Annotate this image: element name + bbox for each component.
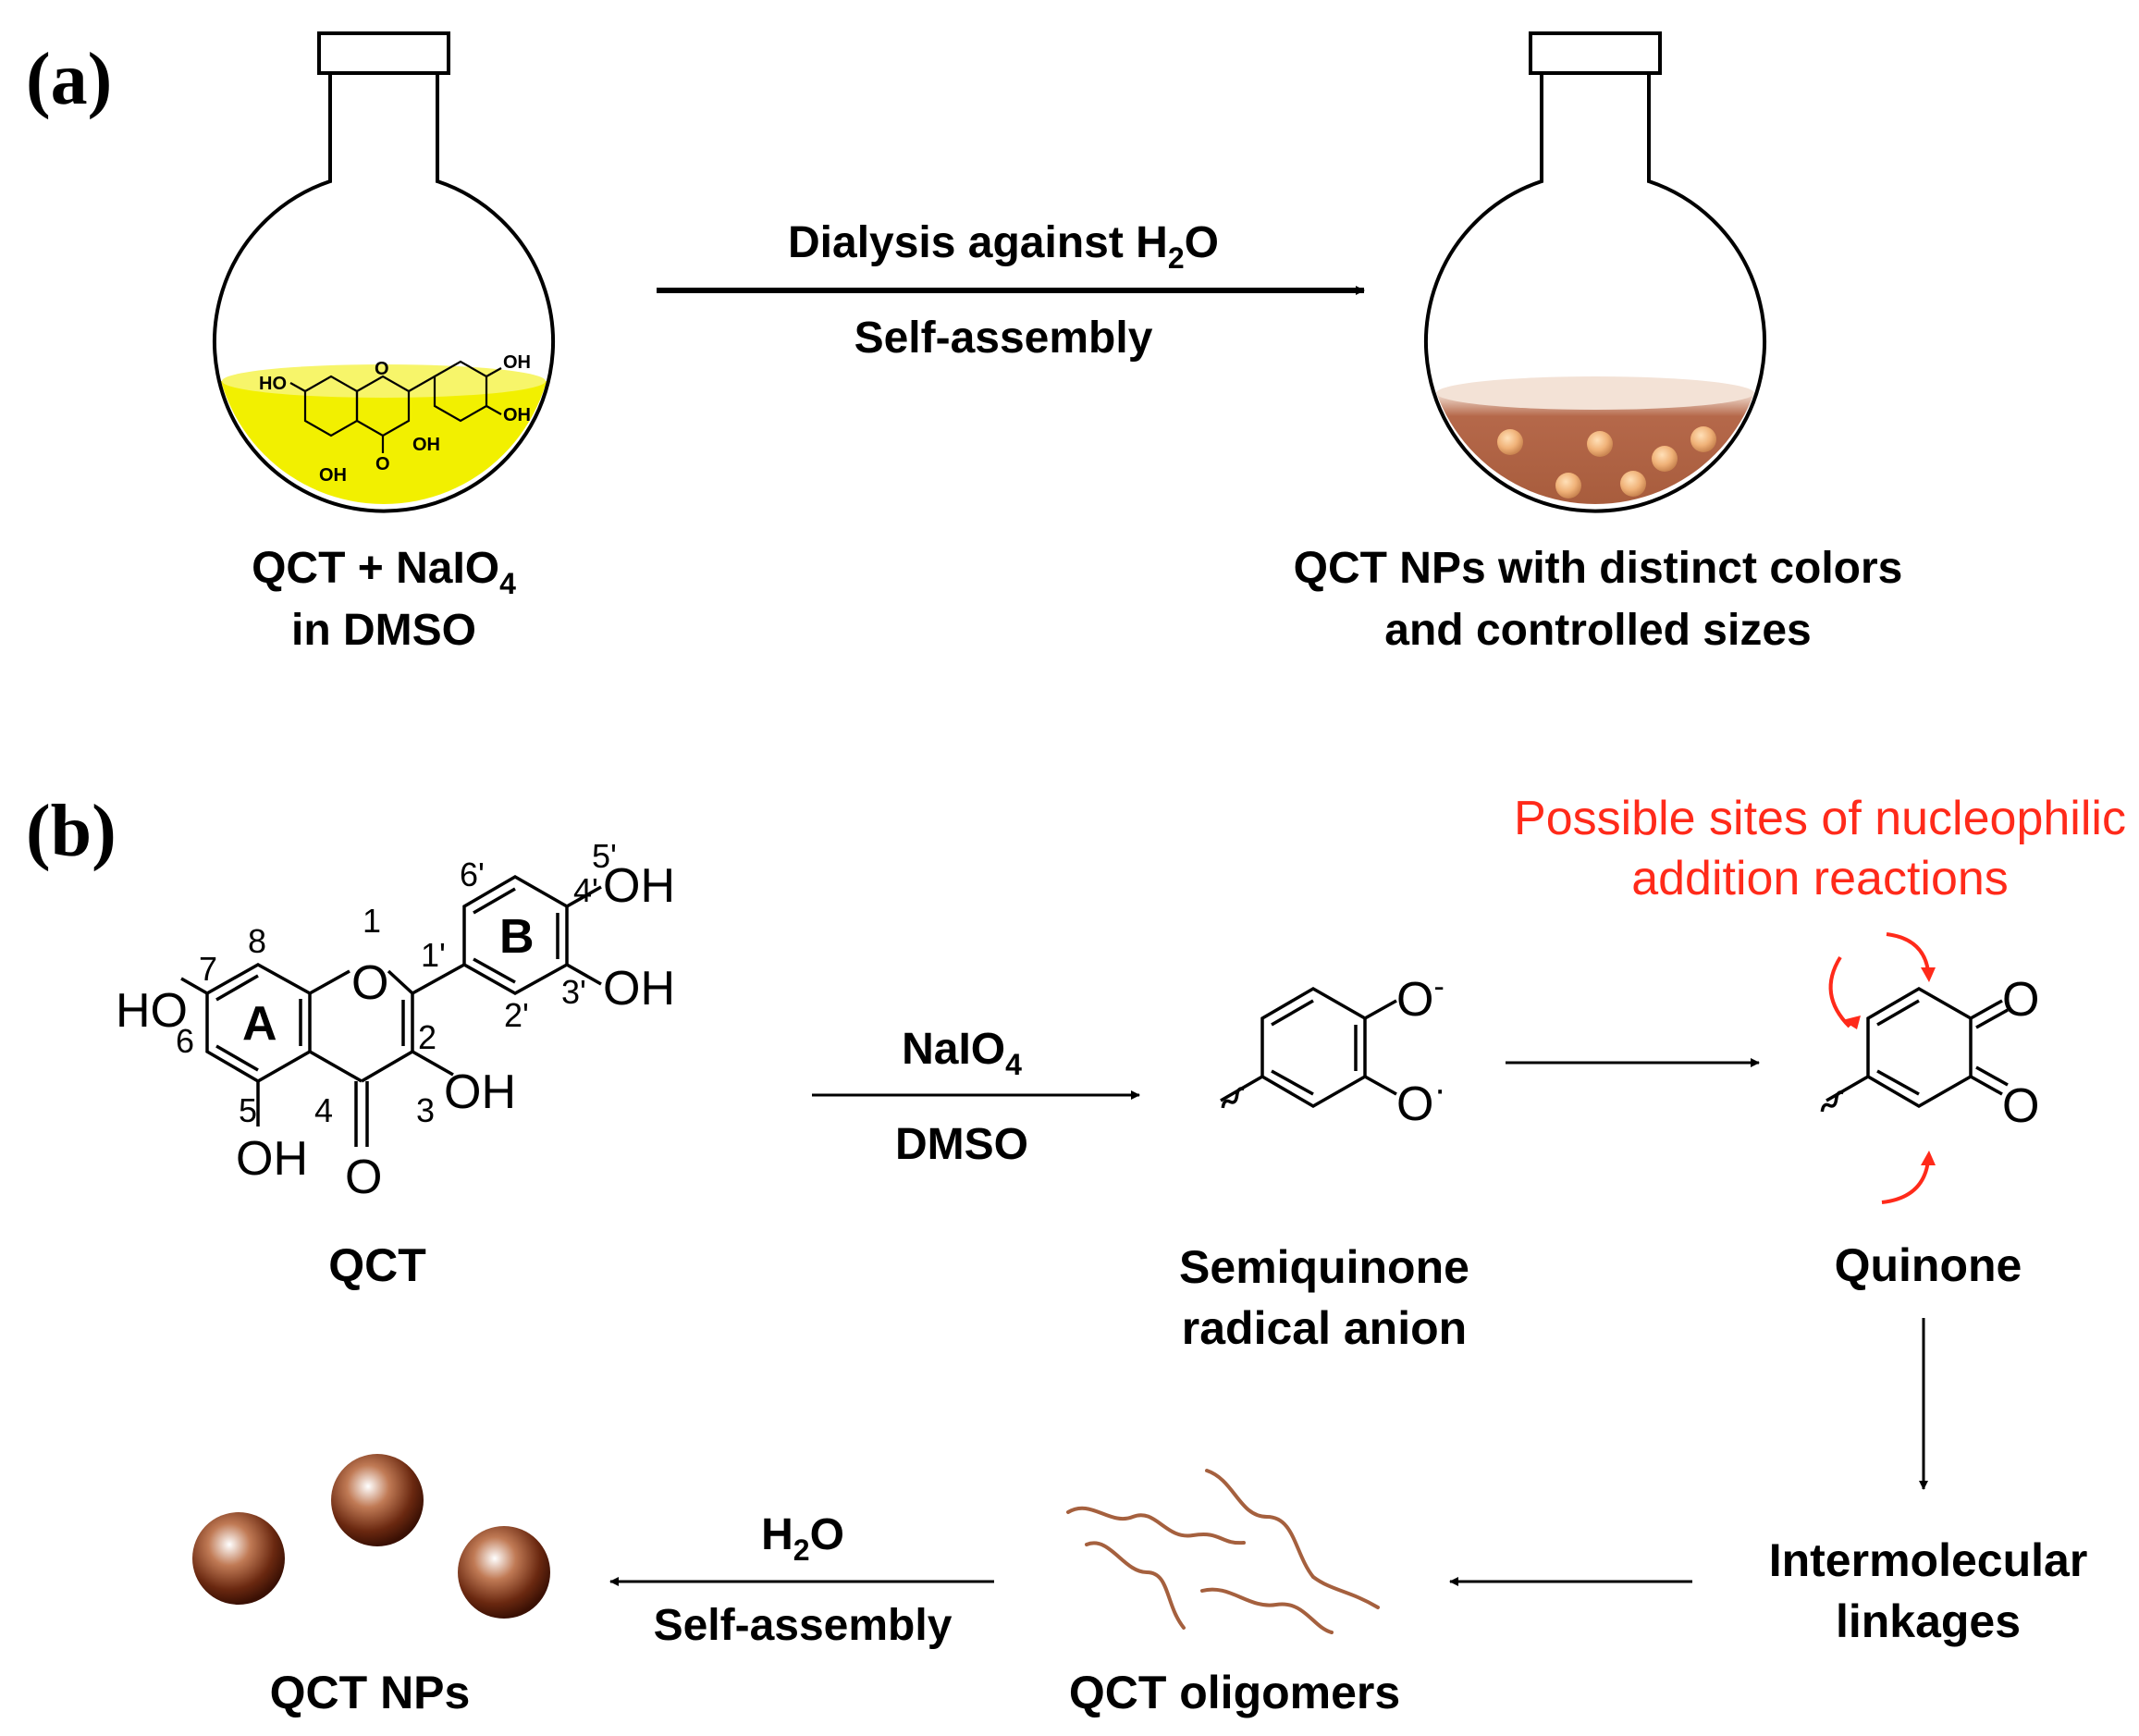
qct-num-6: 6 (176, 1022, 194, 1060)
qct-name: QCT (328, 1239, 426, 1291)
semiquinone-o-bottom: O· (1396, 1069, 1446, 1131)
quinone-structure (1820, 986, 2009, 1113)
qct-atom-oh4p: OH (603, 859, 675, 913)
qct-num-3p: 3' (561, 973, 586, 1011)
ring-b-label: B (499, 910, 535, 964)
oligomer-chain (1205, 1469, 1315, 1579)
qct-nanoparticle (192, 1512, 285, 1605)
left-flask: HO O OH OH OH OH O (213, 31, 555, 513)
qct-oligomers-label: QCT oligomers (1069, 1667, 1400, 1718)
quinone-name: Quinone (1835, 1239, 2022, 1291)
dialysis-label: Dialysis against H2O (788, 218, 1219, 275)
ring-a-label: A (242, 997, 277, 1051)
qct-atom-o4: O (345, 1151, 382, 1204)
intermolecular-line1: Intermolecular (1769, 1534, 2088, 1586)
nanoparticle (1690, 426, 1716, 452)
oligomer-chain (1085, 1541, 1186, 1630)
right-caption-line1: QCT NPs with distinct colors (1294, 544, 1903, 593)
nanoparticle (1620, 471, 1646, 497)
naio4-label: NaIO4 (902, 1025, 1022, 1081)
semiquinone-name-line2: radical anion (1182, 1302, 1467, 1354)
qct-atom-oh5: OH (236, 1132, 308, 1186)
qct-num-4: 4 (314, 1091, 333, 1129)
nanoparticle (1652, 446, 1678, 472)
oligomer-chain (1311, 1575, 1380, 1609)
qct-num-8: 8 (248, 922, 266, 960)
qct-atom-ho7: HO (116, 984, 188, 1038)
oligomer-chain (1066, 1506, 1246, 1545)
nanoparticle (1555, 473, 1581, 499)
quinone-o-bottom: O (2002, 1079, 2039, 1133)
h2o-label: H2O (761, 1510, 844, 1567)
flask-atom-o-keto: O (375, 454, 390, 474)
qct-num-2: 2 (418, 1018, 436, 1056)
nucleophilic-arrowheads (1842, 967, 1936, 1165)
semiquinone-structure (1220, 986, 1397, 1109)
oligomer-chain (1200, 1587, 1334, 1634)
oligomer-chains (1066, 1469, 1380, 1634)
dmso-label: DMSO (895, 1120, 1028, 1169)
semiquinone-o-top: O- (1396, 969, 1444, 1027)
panel-b-label: (b) (26, 791, 117, 872)
flask-atom-ho: HO (259, 374, 287, 394)
right-flask (1424, 31, 1766, 513)
nanoparticle (1587, 431, 1613, 457)
qct-num-5p: 5' (592, 837, 617, 875)
nucleophilic-site-arrows (1828, 932, 1930, 1204)
qct-nanoparticle (331, 1454, 424, 1546)
qct-atom-oh3p: OH (603, 962, 675, 1016)
nucleophilic-annotation-line2: addition reactions (1631, 852, 2009, 905)
qct-num-2p: 2' (504, 996, 529, 1034)
nucleophilic-annotation-line1: Possible sites of nucleophilic (1514, 792, 2126, 845)
self-assembly-label-b: Self-assembly (654, 1601, 953, 1650)
left-caption-line1: QCT + NaIO4 (252, 544, 516, 600)
flask-atom-o: O (375, 359, 389, 379)
flask-atom-oh-5: OH (319, 465, 347, 486)
self-assembly-label-a: Self-assembly (854, 314, 1153, 363)
qct-structure (180, 874, 602, 1147)
panel-a-label: (a) (26, 39, 112, 120)
qct-num-5: 5 (239, 1091, 257, 1129)
nanoparticle (1497, 429, 1523, 455)
flask-atom-oh-3p: OH (503, 405, 531, 425)
qct-num-3: 3 (416, 1091, 435, 1129)
qct-num-4p: 4' (573, 871, 598, 909)
qct-nanoparticle (458, 1526, 550, 1619)
qct-atom-o1: O (351, 956, 388, 1010)
brown-solution (1426, 393, 1764, 504)
left-caption-line2: in DMSO (291, 606, 476, 655)
semiquinone-name-line1: Semiquinone (1179, 1241, 1469, 1293)
right-caption-line2: and controlled sizes (1384, 606, 1811, 655)
flask-atom-oh-3: OH (412, 435, 440, 455)
flask-quercetin-structure (289, 360, 502, 453)
qct-atom-oh3: OH (444, 1065, 516, 1119)
qct-nps-label: QCT NPs (270, 1667, 471, 1718)
intermolecular-line2: linkages (1836, 1595, 2021, 1647)
qct-num-7: 7 (199, 950, 217, 988)
qct-num-1p: 1' (421, 936, 446, 974)
qct-num-6p: 6' (460, 856, 485, 893)
qct-num-1: 1 (363, 902, 381, 940)
quinone-o-top: O (2002, 973, 2039, 1027)
flask-atom-oh-4p: OH (503, 352, 531, 373)
